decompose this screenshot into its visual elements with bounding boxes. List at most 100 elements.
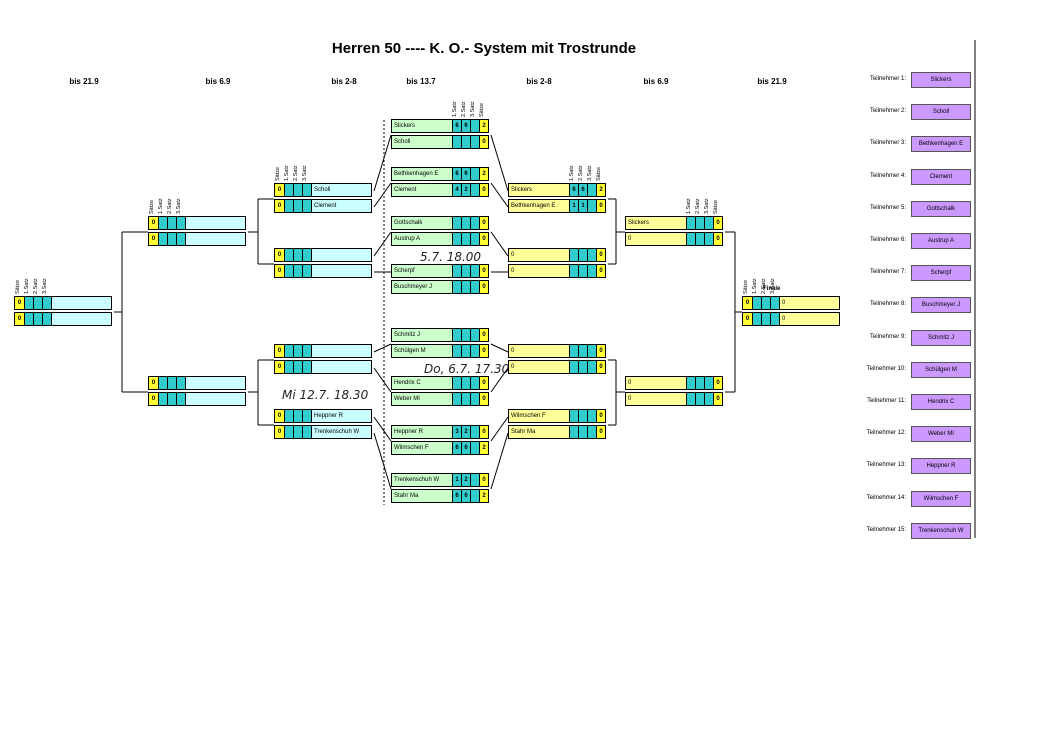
set-3-score bbox=[302, 361, 311, 373]
sets-won: 0 bbox=[149, 233, 158, 245]
set-2-score bbox=[167, 217, 176, 229]
set-3-score bbox=[470, 377, 479, 389]
set-1-score bbox=[452, 329, 461, 341]
set-2-score bbox=[578, 265, 587, 277]
set-header: Sätze bbox=[479, 102, 485, 117]
participant-name: Weber MI bbox=[911, 426, 971, 443]
set-1-score bbox=[686, 233, 695, 245]
set-header: 3.Satz bbox=[42, 278, 48, 294]
set-3-score bbox=[587, 249, 596, 261]
set-2-score bbox=[293, 361, 302, 373]
sets-won: 0 bbox=[596, 345, 605, 357]
set-3-score bbox=[587, 410, 596, 422]
handwritten-note: 5.7. 18.00 bbox=[420, 250, 482, 264]
set-3-score bbox=[302, 410, 311, 422]
set-header: 1.Satz bbox=[24, 278, 30, 294]
player-name: Scholl bbox=[392, 136, 452, 148]
set-1-score bbox=[452, 377, 461, 389]
match-row: 0 bbox=[148, 232, 246, 246]
set-3-score bbox=[587, 200, 596, 212]
set-1-score: 3 bbox=[452, 426, 461, 438]
set-3-score bbox=[704, 233, 713, 245]
set-2-score bbox=[167, 233, 176, 245]
set-header: 1.Satz bbox=[569, 165, 575, 181]
bracket-line bbox=[490, 416, 509, 442]
match-row: 0 bbox=[274, 360, 372, 374]
sets-won: 0 bbox=[479, 184, 488, 196]
sets-won: 0 bbox=[275, 410, 284, 422]
participant-label: Teilnehmer 1: bbox=[869, 76, 906, 82]
set-2-score bbox=[461, 393, 470, 405]
round-label: bis 2-8 bbox=[331, 77, 357, 86]
set-1-score bbox=[284, 200, 293, 212]
sets-won: 0 bbox=[713, 233, 722, 245]
set-3-score bbox=[770, 297, 779, 309]
set-3-score bbox=[302, 265, 311, 277]
player-name: 0 bbox=[626, 377, 686, 389]
set-1-score: 6 bbox=[452, 490, 461, 502]
sets-won: 0 bbox=[149, 393, 158, 405]
set-1-score: 6 bbox=[452, 120, 461, 132]
player-name: Stahr Ma bbox=[392, 490, 452, 502]
set-3-score bbox=[470, 120, 479, 132]
set-header: Sätze bbox=[275, 166, 281, 181]
set-1-score bbox=[686, 217, 695, 229]
set-2-score: 6 bbox=[461, 120, 470, 132]
sets-won: 0 bbox=[713, 217, 722, 229]
player-name: Clement bbox=[392, 184, 452, 196]
sets-won: 2 bbox=[479, 442, 488, 454]
set-1-score bbox=[569, 249, 578, 261]
set-3-score bbox=[302, 200, 311, 212]
set-3-score bbox=[470, 329, 479, 341]
participant-label: Teilnehmer 6: bbox=[869, 237, 906, 243]
bracket-line bbox=[490, 231, 509, 257]
set-header: 1.Satz bbox=[158, 198, 164, 214]
set-3-score bbox=[470, 442, 479, 454]
set-1-score: 6 bbox=[452, 168, 461, 180]
set-3-score bbox=[704, 377, 713, 389]
sets-won: 0 bbox=[275, 200, 284, 212]
bracket-line bbox=[373, 367, 392, 393]
participant-name: Bethkenhagen E bbox=[911, 136, 971, 153]
set-3-score bbox=[470, 265, 479, 277]
set-2-score bbox=[167, 377, 176, 389]
player-name: Slickers bbox=[509, 184, 569, 196]
set-1-score: 4 bbox=[452, 184, 461, 196]
set-2-score bbox=[695, 233, 704, 245]
set-header: 3.Satz bbox=[176, 198, 182, 214]
set-2-score bbox=[167, 393, 176, 405]
set-1-score bbox=[158, 393, 167, 405]
set-header: 2.Satz bbox=[695, 198, 701, 214]
participant-name: Trenkenschuh W bbox=[911, 522, 971, 539]
sets-won: 2 bbox=[479, 120, 488, 132]
set-3-score bbox=[302, 184, 311, 196]
sets-won: 0 bbox=[596, 200, 605, 212]
set-1-score bbox=[452, 281, 461, 293]
set-header: Sätze bbox=[743, 279, 749, 294]
participant-name: Buschmeyer J bbox=[911, 297, 971, 314]
set-2-score: 2 bbox=[461, 474, 470, 486]
player-name bbox=[51, 297, 111, 309]
set-1-score bbox=[569, 345, 578, 357]
sets-won: 0 bbox=[596, 410, 605, 422]
set-header: 2.Satz bbox=[293, 165, 299, 181]
player-name: 0 bbox=[626, 233, 686, 245]
set-2-score bbox=[761, 313, 770, 325]
set-2-score bbox=[578, 426, 587, 438]
sets-won: 0 bbox=[743, 297, 752, 309]
sets-won: 0 bbox=[479, 426, 488, 438]
match-row: 0 bbox=[14, 312, 112, 326]
sets-won: 0 bbox=[479, 393, 488, 405]
set-1-score bbox=[284, 184, 293, 196]
sets-won: 0 bbox=[596, 265, 605, 277]
player-name: Buschmeyer J bbox=[392, 281, 452, 293]
finale-label: Finale bbox=[763, 286, 781, 292]
participant-label: Teilnehmer 13: bbox=[866, 462, 906, 469]
set-3-score bbox=[470, 393, 479, 405]
set-3-score bbox=[470, 474, 479, 486]
